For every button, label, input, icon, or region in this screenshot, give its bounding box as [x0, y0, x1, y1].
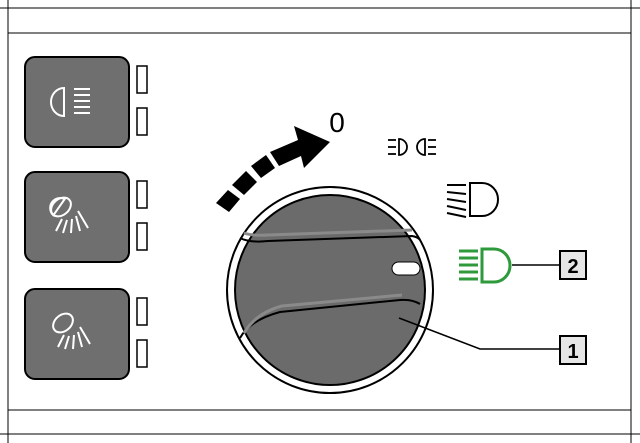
- rotation-direction-arrow: [216, 126, 330, 212]
- parking-and-side-lights-icon: [388, 138, 436, 156]
- front-fog-light-button[interactable]: [24, 56, 130, 148]
- work-light-button-1[interactable]: [24, 171, 130, 263]
- work-light-icon: [49, 196, 89, 234]
- callout-2: 2: [559, 250, 587, 280]
- callout-1-number: 1: [567, 341, 578, 363]
- indicator-lamp: [136, 65, 148, 94]
- arrow-segment: [232, 171, 257, 195]
- arrow-head: [270, 126, 330, 168]
- indicator-lamps-2: [136, 180, 148, 251]
- callout-2-number: 2: [567, 256, 578, 278]
- callout-1: 1: [559, 335, 587, 365]
- arrow-segment: [251, 155, 275, 178]
- high-beam-indicator-symbol: [459, 247, 512, 284]
- indicator-lamp: [136, 339, 148, 368]
- light-switch-knob: [234, 194, 426, 386]
- callout-1-leader: [398, 317, 560, 350]
- arrow-segment: [216, 190, 240, 212]
- callout-leader-lines: [398, 264, 560, 350]
- indicator-lamp: [136, 222, 148, 251]
- indicator-lamp: [136, 297, 148, 326]
- knob-grip-upper: [239, 234, 421, 243]
- zero-position-label: 0: [329, 107, 345, 138]
- work-light-button-2[interactable]: [24, 288, 130, 380]
- front-fog-light-icon: [50, 86, 90, 118]
- indicator-lamps-1: [136, 65, 148, 136]
- work-light-icon: [52, 312, 91, 350]
- indicator-lamps-3: [136, 297, 148, 368]
- light-switch-dial[interactable]: [226, 186, 434, 394]
- knob-position-marker: [391, 261, 421, 276]
- low-beam-icon: [446, 182, 499, 218]
- indicator-lamp: [136, 107, 148, 136]
- indicator-lamp: [136, 180, 148, 209]
